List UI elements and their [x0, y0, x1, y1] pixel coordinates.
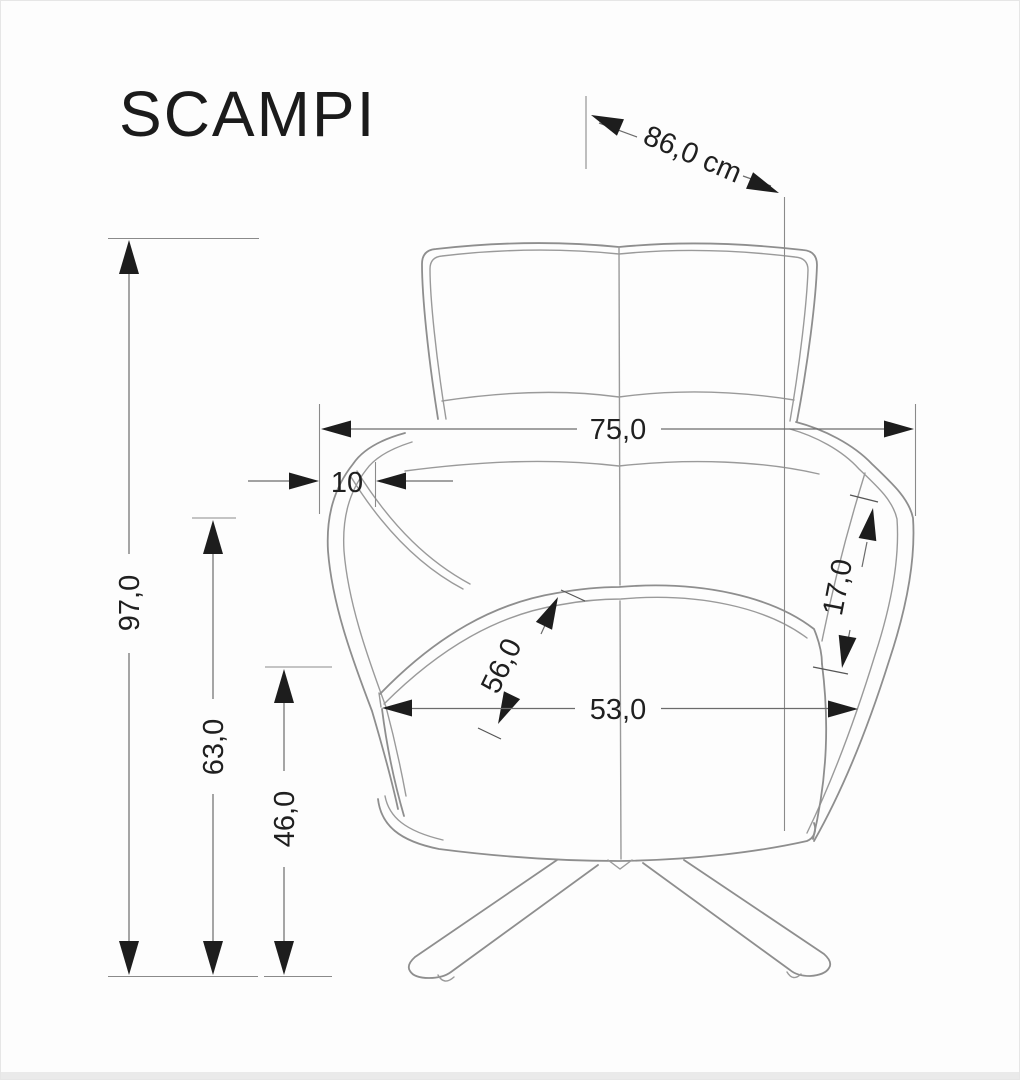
dim-overall-height: 97,0 — [108, 237, 259, 975]
dim-seat-depth-tick-bottom — [477, 727, 502, 740]
dim-armrest-rise-label: 17,0 — [817, 557, 859, 619]
dim-seat-width-arrow-left — [382, 699, 412, 717]
dim-armrest-inset-arrow-left — [289, 472, 319, 490]
dim-overall-width-arrow-right — [884, 420, 914, 438]
left-leg — [407, 859, 599, 979]
base-center-notch — [607, 859, 633, 870]
seat-cushion-seam — [383, 596, 808, 705]
seat-shell-bottom — [377, 798, 817, 862]
seat-shell-edge — [384, 795, 444, 841]
dim-overall-width-arrow-left — [321, 420, 351, 438]
dim-seat-height-label: 46,0 — [269, 791, 301, 847]
right-armrest-outline — [795, 421, 915, 842]
dim-depth-label: 86,0 cm — [639, 120, 746, 190]
dim-armrest-rise-arrow-bottom — [838, 634, 857, 668]
dim-seat-height-arrow-bottom — [274, 941, 294, 975]
dim-seat-width-label: 53,0 — [590, 694, 646, 726]
seat-cushion-top — [379, 584, 823, 695]
dim-seat-width-arrow-right — [828, 700, 858, 718]
seat-left-notch — [378, 692, 382, 708]
dim-armrest-inset: 10 — [248, 462, 453, 507]
center-seam — [618, 246, 622, 860]
dim-overall-height-arrow-bottom — [119, 941, 139, 975]
dim-seat-depth-arrow-bottom — [498, 691, 521, 724]
dim-armrest-rise-tick-bottom — [812, 666, 849, 675]
dim-seat-height-arrow-top — [274, 669, 294, 703]
dim-depth-arrow-start — [591, 115, 624, 136]
seat-left-side — [381, 708, 405, 817]
dim-armrest-inset-arrow-right — [376, 472, 406, 490]
dim-back-height: 63,0 — [192, 517, 236, 975]
dim-seat-height: 46,0 — [265, 666, 332, 975]
dim-seat-depth-tick-top — [560, 589, 586, 602]
left-armrest-piping — [342, 441, 413, 797]
backrest-mid-seam — [441, 391, 795, 402]
right-leg — [642, 859, 832, 977]
dim-overall-height-label: 97,0 — [114, 575, 146, 631]
bottom-edge-strip — [1, 1072, 1019, 1079]
dim-armrest-rise-arrow-top — [858, 508, 877, 542]
dim-seat-width: 53,0 — [382, 694, 858, 726]
page-title: SCAMPI — [119, 78, 376, 150]
dim-back-height-arrow-bottom — [203, 941, 223, 975]
dim-overall-width: 75,0 — [318, 404, 917, 516]
right-armrest-piping — [789, 428, 899, 834]
dim-back-height-label: 63,0 — [198, 719, 230, 775]
dim-seat-depth-arrow-top — [535, 597, 558, 630]
dim-armrest-rise-tick-top — [849, 494, 879, 503]
dim-depth-arrow-end — [746, 172, 779, 193]
dim-overall-height-arrow-top — [119, 240, 139, 274]
left-wing-inner-seam — [350, 470, 471, 590]
dim-armrest-inset-label: 10 — [331, 467, 363, 499]
dim-seat-depth-label: 56,0 — [475, 634, 529, 699]
backrest-bottom-seam — [404, 460, 820, 475]
chair-drawing — [326, 242, 915, 982]
left-leg-glide — [437, 974, 455, 982]
seat-right-side — [812, 663, 828, 840]
dim-back-height-arrow-top — [203, 520, 223, 554]
left-armrest-outline — [326, 432, 406, 810]
right-wing-inner-seam — [821, 472, 866, 642]
right-leg-glide — [786, 971, 802, 979]
dim-armrest-rise: 17,0 — [812, 494, 879, 675]
dim-overall-width-label: 75,0 — [590, 414, 646, 446]
